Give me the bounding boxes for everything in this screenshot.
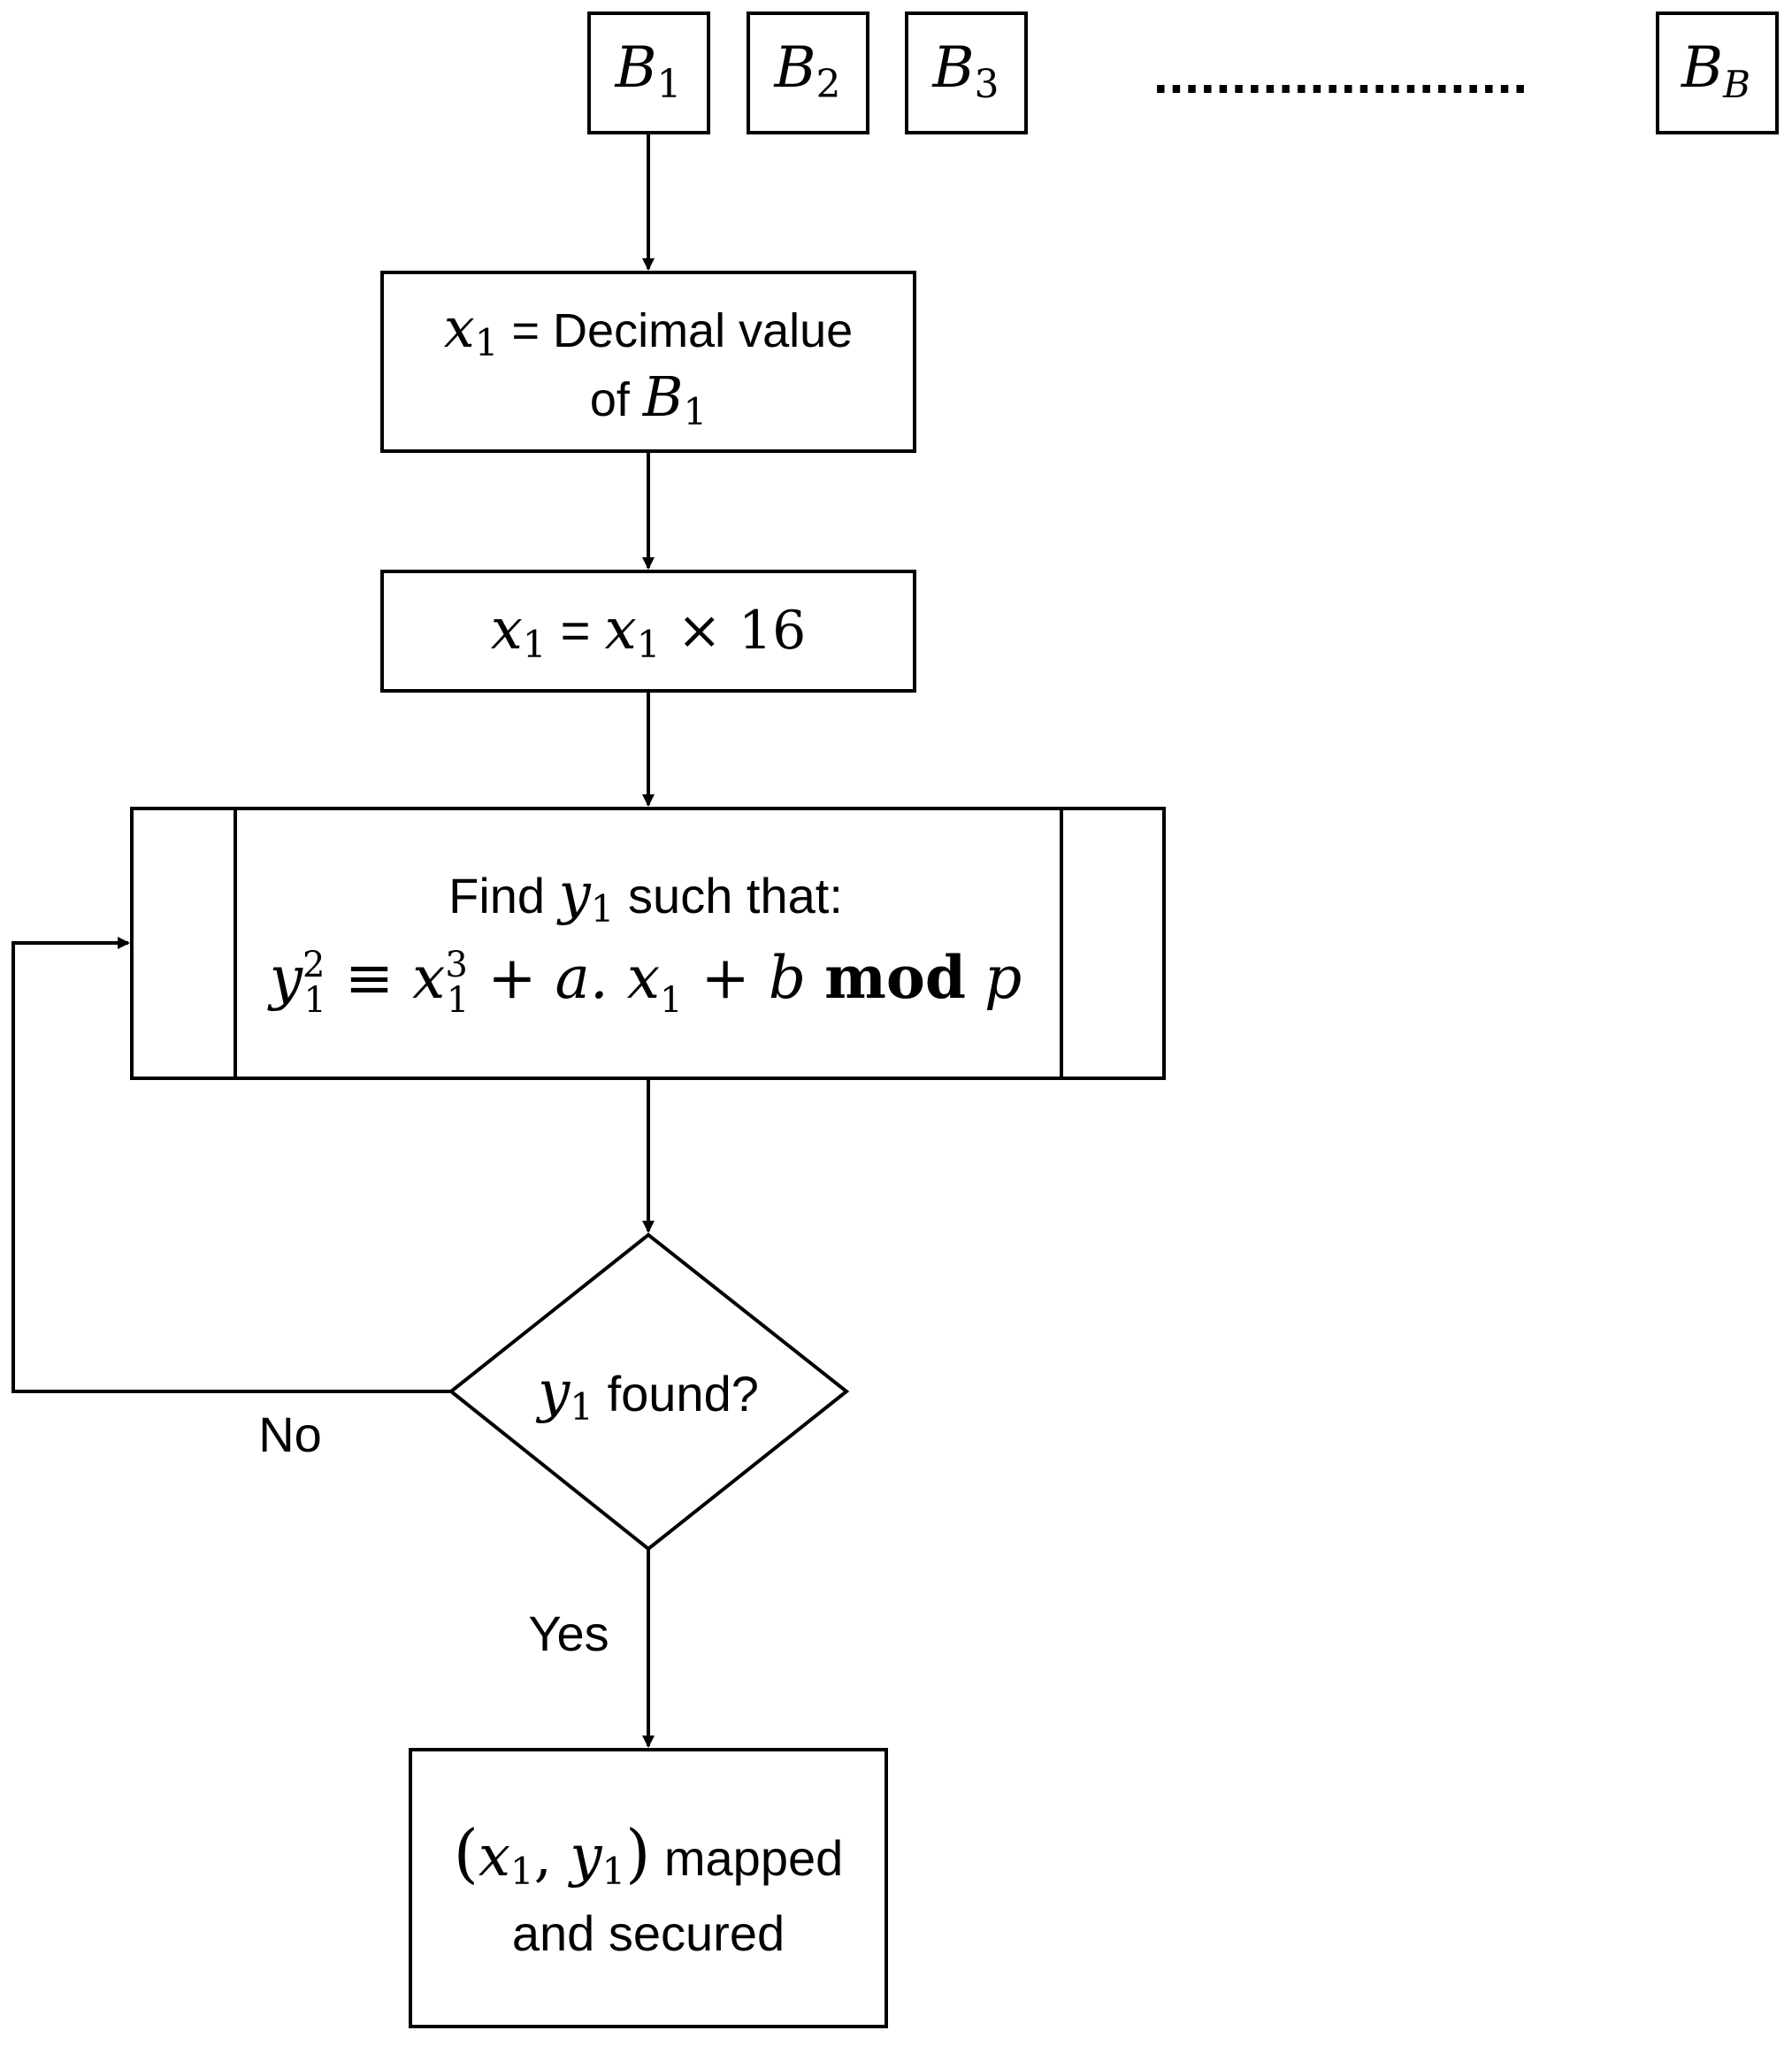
decision-diamond: y1 found? [448,1232,850,1552]
result-line1: (x1, y1) mapped [454,1816,844,1893]
edge-yes-label: Yes [528,1605,609,1661]
step-multiply-box: x1 = x1 × 16 [380,570,916,693]
step-multiply-label: x1 = x1 × 16 [491,597,807,666]
decision-label: y1 found? [535,1360,759,1429]
block-b2: B2 [747,11,869,134]
block-ellipsis: ........................ [1153,45,1528,104]
block-b2-label: B2 [773,35,840,107]
block-bb: BB [1656,11,1779,134]
step-decimal-line1: x1 = Decimal value [444,295,853,364]
step-find-line1: Find y1 such that: [448,862,843,931]
block-b3: B3 [905,11,1028,134]
block-b3-label: B3 [931,35,999,107]
step-decimal-box: x1 = Decimal value of B1 [380,271,916,453]
arrow-no-loop [11,937,451,1393]
block-b1: B1 [587,11,710,134]
result-box: (x1, y1) mapped and secured [409,1748,888,2028]
block-bb-label: BB [1681,35,1750,106]
block-b1-label: B1 [614,35,681,107]
edge-no-label: No [258,1406,322,1462]
step-decimal-line2: of B1 [590,364,707,433]
result-line2: and secured [512,1905,785,1961]
